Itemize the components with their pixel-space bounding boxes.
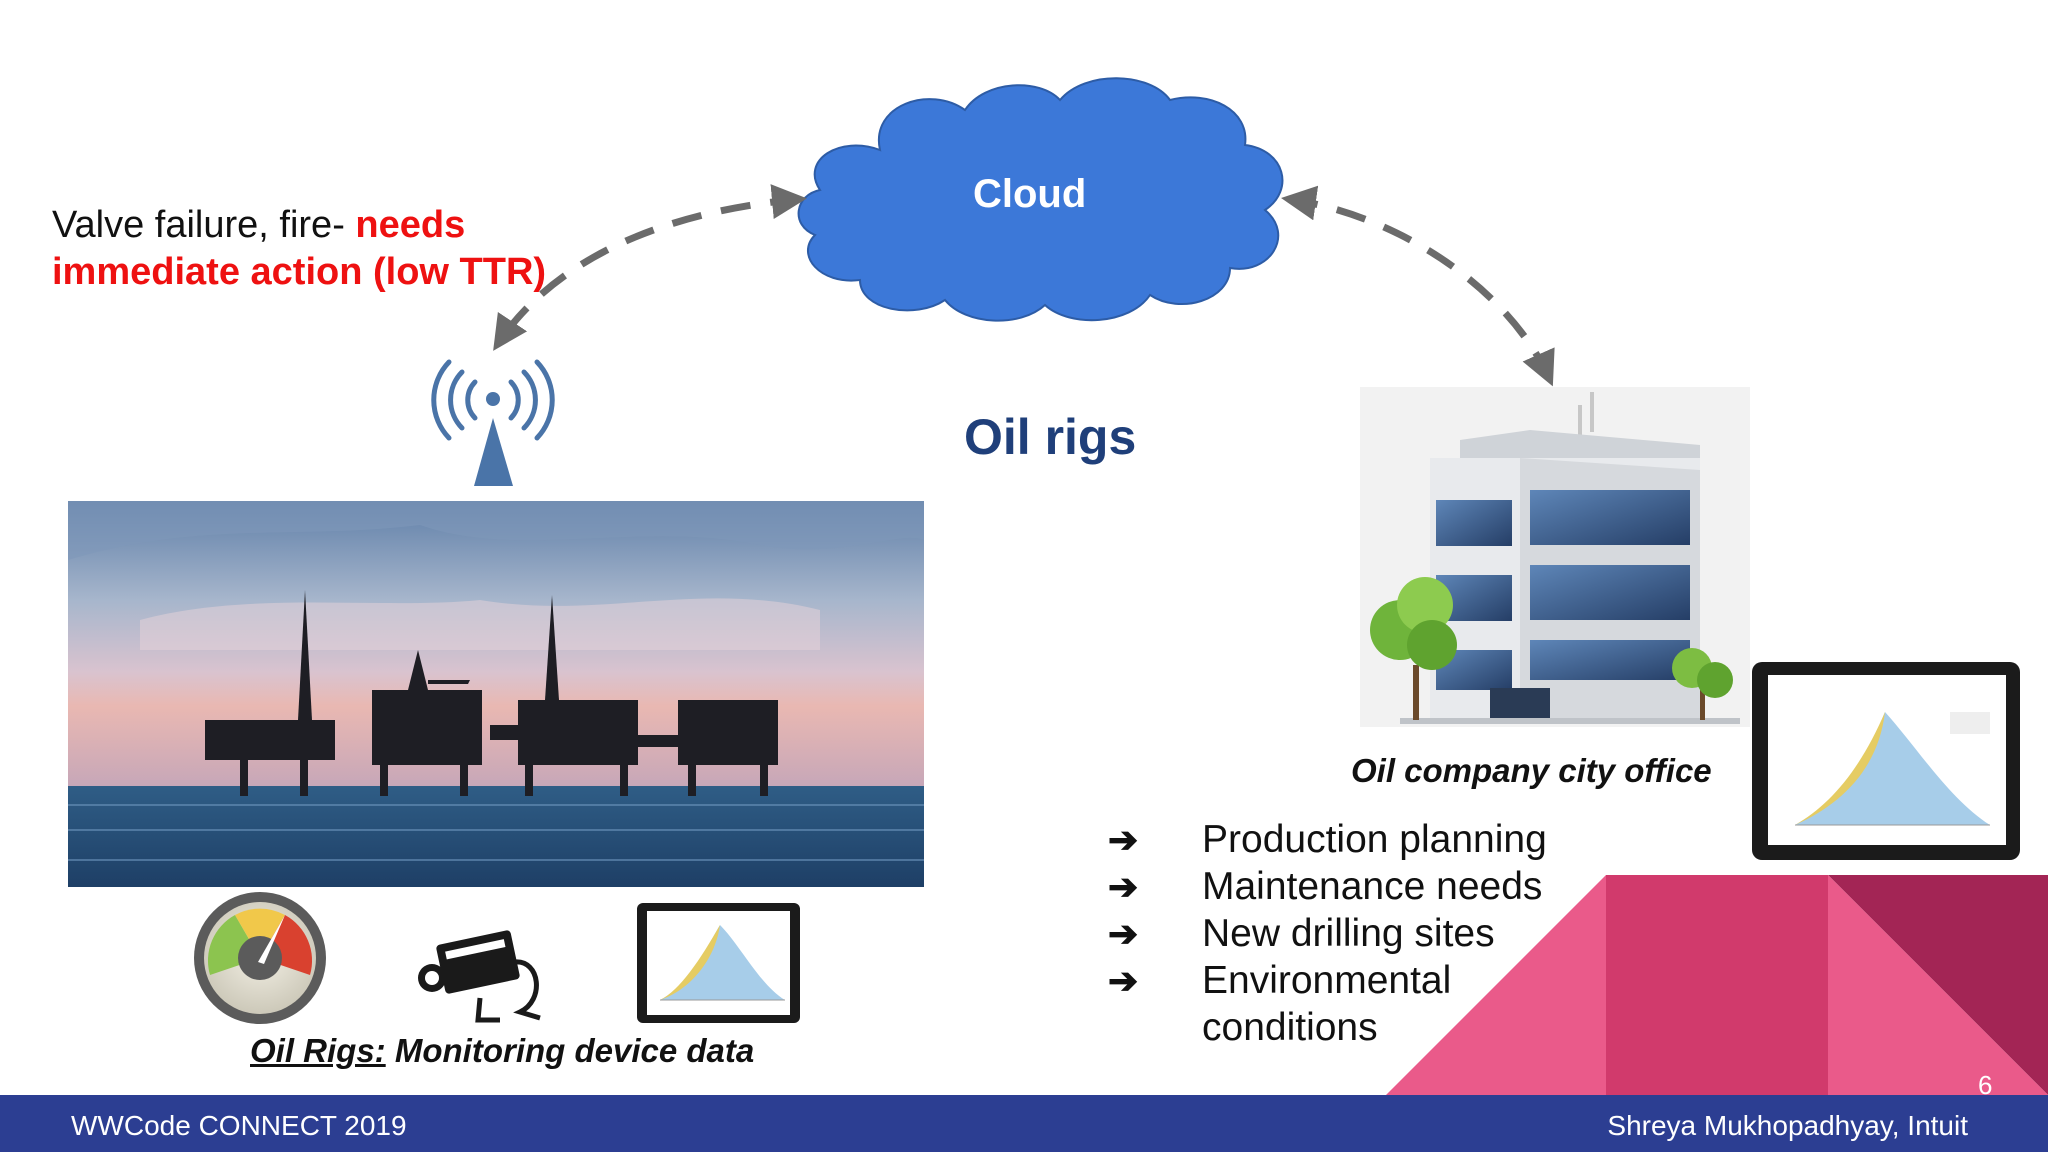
alert-text: Valve failure, fire- needs immediate act…	[52, 202, 612, 296]
camera-icon	[418, 930, 541, 1023]
alert-prefix: Valve failure, fire-	[52, 204, 356, 246]
list-item: ➔ Maintenance needs	[1108, 863, 1622, 910]
gauge-icon	[194, 892, 326, 1024]
slide-title: Oil rigs	[964, 409, 1137, 465]
corner-decoration	[1386, 875, 2048, 1095]
cloud-to-rig-arrow	[493, 184, 807, 351]
wireless-antenna-icon	[431, 359, 555, 486]
office-caption: Oil company city office	[1351, 752, 1712, 789]
arrow-icon: ➔	[1108, 866, 1139, 907]
list-item: ➔ Production planning	[1108, 816, 1622, 863]
list-item: ➔ Environmental conditions	[1108, 957, 1622, 1051]
footer-event: WWCode CONNECT 2019	[71, 1110, 407, 1141]
tablet-chart-icon	[637, 903, 800, 1023]
oil-rigs-caption: Oil Rigs: Monitoring device data	[250, 1032, 754, 1070]
page-number: 6	[1978, 1070, 1993, 1100]
list-item-text: New drilling sites	[1202, 912, 1495, 955]
caption-rest: Monitoring device data	[385, 1032, 755, 1069]
office-building-icon	[1360, 387, 1750, 727]
list-item-text: Production planning	[1202, 818, 1547, 861]
footer-author: Shreya Mukhopadhyay, Intuit	[1607, 1110, 1968, 1141]
oil-rig-photo	[68, 501, 924, 887]
cloud-to-office-arrow	[1281, 185, 1555, 387]
list-item-text: Environmental conditions	[1202, 959, 1452, 1049]
tablet-chart-icon	[1752, 662, 2020, 860]
list-item: ➔ New drilling sites	[1108, 910, 1622, 957]
alert-emphasis: needs immediate action (low TTR)	[52, 204, 547, 293]
arrow-icon: ➔	[1108, 960, 1139, 1001]
arrow-icon: ➔	[1108, 819, 1139, 860]
caption-underlined: Oil Rigs:	[250, 1032, 386, 1069]
needs-list: ➔Production planning ➔Maintenance needs …	[1108, 816, 1622, 1051]
cloud-label: Cloud	[973, 172, 1087, 216]
footer-bar	[0, 1095, 2048, 1152]
cloud-icon	[797, 77, 1284, 322]
list-item-text: Maintenance needs	[1202, 865, 1543, 908]
arrow-icon: ➔	[1108, 913, 1139, 954]
